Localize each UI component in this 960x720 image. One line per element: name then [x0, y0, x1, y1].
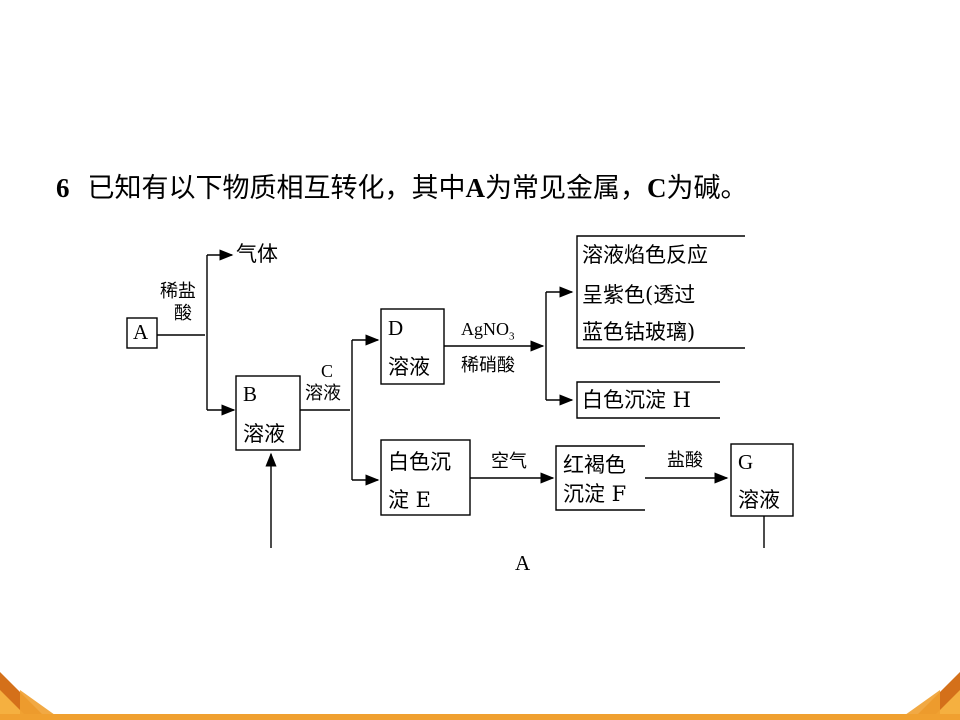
reagent-c-solution: 溶液: [305, 383, 341, 404]
bottom-label-a: A: [515, 551, 531, 575]
agno3-subscript: 3: [509, 330, 515, 343]
corner-ornament-right: [898, 672, 960, 720]
label-b-solution: 溶液: [243, 422, 285, 446]
reagent-hcl-2: 盐酸: [667, 450, 703, 471]
label-d-solution: 溶液: [388, 355, 430, 379]
corner-ornament-left: [0, 672, 62, 720]
box-f: [555, 445, 645, 511]
reagent-agno3: AgNO3: [461, 320, 515, 343]
reagent-c: C: [321, 361, 334, 381]
box-g: [730, 443, 794, 517]
reagent-hcl-line2: 酸: [174, 303, 192, 324]
box-h: [576, 381, 720, 419]
base-c-label: C: [647, 173, 667, 203]
label-b: B: [243, 382, 258, 406]
label-a: A: [133, 320, 149, 344]
precipitate-f-line2: 沉淀 F: [563, 482, 627, 506]
question-text-mid: 为常见金属，: [485, 173, 647, 204]
agno3-text: AgNO: [461, 319, 509, 339]
flame-test-line2: 呈紫色(透过: [582, 283, 696, 307]
bottom-accent-bar: [0, 714, 960, 720]
precipitate-e-line1: 白色沉: [388, 450, 451, 474]
label-g-solution: 溶液: [738, 488, 780, 512]
flame-test-line1: 溶液焰色反应: [582, 243, 708, 267]
question-text-pre: 已知有以下物质相互转化，其中: [87, 173, 466, 204]
precipitate-f-line1: 红褐色: [563, 453, 626, 477]
label-g: G: [738, 450, 754, 474]
precipitate-e-line2: 淀 E: [388, 488, 432, 512]
reagent-air: 空气: [491, 451, 527, 472]
reagent-dilute-hno3: 稀硝酸: [461, 355, 515, 376]
label-d: D: [388, 316, 404, 340]
box-flame-test: [576, 235, 745, 349]
precipitate-h: 白色沉淀 H: [582, 388, 691, 412]
flame-test-line3: 蓝色钴玻璃): [582, 320, 696, 344]
metal-a-label: A: [465, 173, 486, 203]
box-a: [126, 317, 158, 349]
product-gas: 气体: [236, 242, 278, 266]
question-text-post: 为碱。: [666, 173, 748, 204]
reagent-hcl-line1: 稀盐: [160, 281, 196, 302]
question-number: 6: [56, 173, 70, 203]
box-b: [235, 375, 301, 451]
question-text: 6 已知有以下物质相互转化，其中A为常见金属，C为碱。: [56, 166, 748, 205]
